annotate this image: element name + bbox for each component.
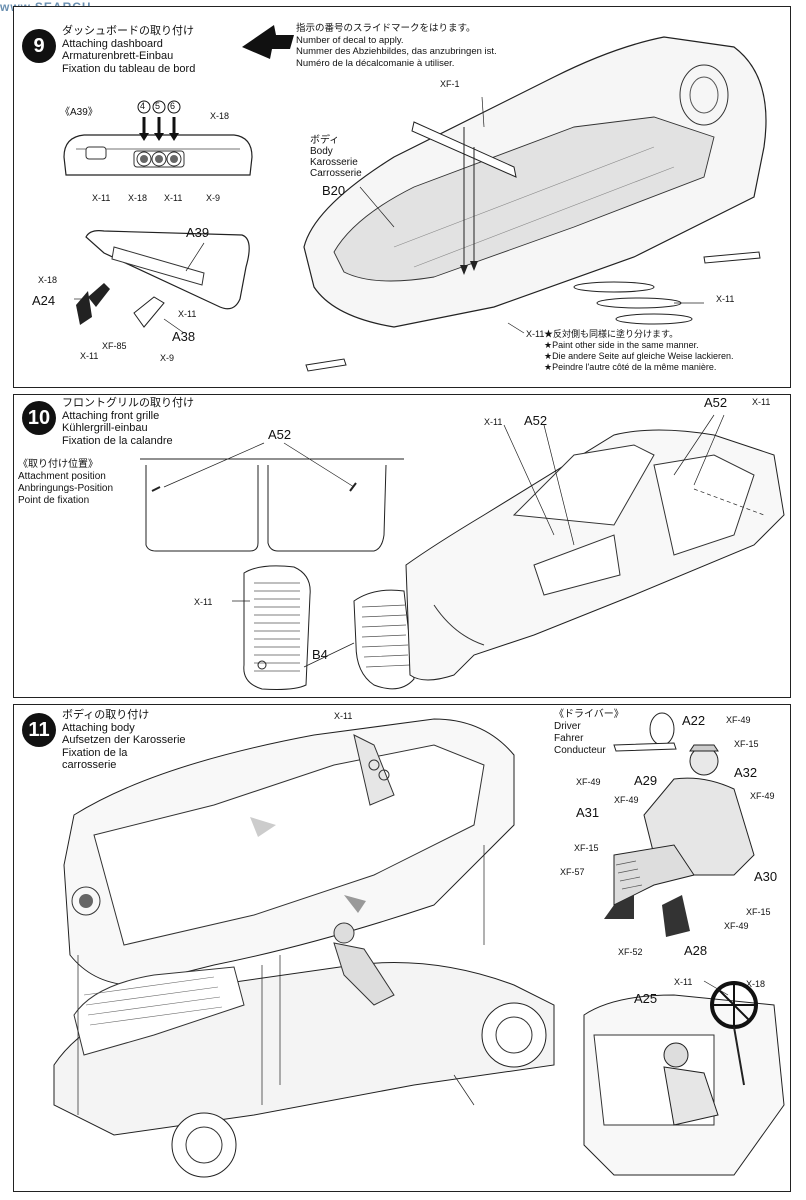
label-x18: X-18 [746,979,766,989]
step-title: ボディの取り付け Attaching body Aufsetzen der Ka… [62,709,186,772]
title-fr: Fixation de la calandre [62,434,173,447]
note-en: ★Paint other side in the same manner. [544,340,699,350]
decal-de: Nummer des Abziehbildes, das anzubringen… [296,46,497,57]
step-11-panel: 11 ボディの取り付け Attaching body Aufsetzen der… [13,704,791,1192]
label-x11: X-11 [80,351,99,361]
note-fr: ★Peindre l'autre côté de la même manière… [544,362,717,372]
label-a29: A29 [634,773,658,788]
label-a38: A38 [172,329,196,344]
body-caption: ボディ Body Karosserie Carrosserie [310,135,362,179]
label-x11: X-11 [526,329,545,339]
label-x11: X-11 [164,193,183,203]
step-number: 11 [22,713,56,747]
body-en: Body [310,146,333,157]
driver-de: Fahrer [554,733,584,744]
driver-caption: 《ドライバー》 Driver Fahrer Conducteur [554,709,624,757]
label-a30: A30 [754,869,778,884]
step-10-drawing [140,414,785,690]
body-de: Karosserie [310,157,358,168]
title-ja: フロントグリルの取り付け [62,397,194,409]
label-a22: A22 [682,713,706,728]
note-de: ★Die andere Seite auf gleiche Weise lack… [544,351,734,361]
pos-ja: 《取り付け位置》 [18,459,98,470]
title-fr: Fixation du tableau de bord [62,62,196,75]
label-x18: X-18 [128,193,148,203]
paint-note: ★反対側も同様に塗り分けます。 ★Paint other side in the… [544,329,734,373]
label-xf57: XF-57 [560,867,585,877]
label-xf52: XF-52 [618,947,643,957]
title-de: Armaturenbrett-Einbau [62,50,174,62]
label-a52: A52 [524,413,548,428]
step-number: 9 [22,29,56,63]
step-number: 10 [22,401,56,435]
label-a39: A39 [186,225,210,240]
driver-ja: 《ドライバー》 [554,709,624,720]
label-xf85: XF-85 [102,341,127,351]
note-ja: ★反対側も同様に塗り分けます。 [544,329,679,339]
label-x9: X-9 [160,353,175,363]
a39-caption: 《A39》 [60,107,98,118]
label-xf1: XF-1 [440,79,460,89]
decal-fr: Numéro de la décalcomanie à utiliser. [296,57,455,69]
step-11-drawing [53,712,785,1178]
label-x11: X-11 [194,597,213,607]
title-ja: ダッシュボードの取り付け [62,25,194,37]
label-a24: A24 [32,293,56,308]
body-ja: ボディ [310,135,340,146]
pos-de: Anbringungs-Position [18,483,114,494]
title-de: Aufsetzen der Karosserie [62,734,186,746]
driver-fr: Conducteur [554,745,606,756]
label-x11: X-11 [716,294,735,304]
title-en: Attaching dashboard [62,37,163,50]
label-x18: X-18 [38,275,58,285]
decal-5: 5 [155,101,161,111]
title-ja: ボディの取り付け [62,709,150,721]
step-9-panel: 9 ダッシュボードの取り付け Attaching dashboard Armat… [13,6,791,388]
label-a52: A52 [268,427,292,442]
title-fr-2: carrosserie [62,759,117,771]
label-a28: A28 [684,943,708,958]
label-x11: X-11 [674,977,693,987]
step-title: フロントグリルの取り付け Attaching front grille Kühl… [62,397,194,447]
decal-instruction: 指示の番号のスライドマークをはります。 Number of decal to a… [296,23,497,69]
label-xf15: XF-15 [746,907,771,917]
decal-en: Number of decal to apply. [296,34,404,46]
label-x11: X-11 [752,397,771,407]
label-a32: A32 [734,765,758,780]
title-en: Attaching front grille [62,409,160,422]
attachment-position: 《取り付け位置》 Attachment position Anbringungs… [18,459,113,507]
label-a25: A25 [634,991,658,1006]
decal-6: 6 [170,101,176,111]
label-x9: X-9 [206,193,221,203]
decal-ja: 指示の番号のスライドマークをはります。 [296,23,476,34]
step-10-panel: 10 フロントグリルの取り付け Attaching front grille K… [13,394,791,698]
title-fr: Fixation de la [62,746,128,759]
label-xf49: XF-49 [576,777,601,787]
label-xf15: XF-15 [734,739,759,749]
label-xf49: XF-49 [726,715,751,725]
body-fr: Carrosserie [310,168,362,179]
label-a52: A52 [704,395,728,410]
label-b4: B4 [312,647,328,662]
title-en: Attaching body [62,721,135,734]
title-de: Kühlergrill-einbau [62,422,148,434]
label-x11: X-11 [484,417,503,427]
decal-4: 4 [140,101,146,111]
label-x11: X-11 [334,711,353,721]
pos-fr: Point de fixation [18,495,90,506]
label-x11: X-11 [178,309,197,319]
step-title: ダッシュボードの取り付け Attaching dashboard Armatur… [62,25,195,75]
label-x18: X-18 [210,111,230,121]
label-b20: B20 [322,183,346,198]
driver-en: Driver [554,721,581,732]
label-xf15: XF-15 [574,843,599,853]
step-9-drawing [63,25,767,372]
label-x11: X-11 [92,193,111,203]
label-a31: A31 [576,805,600,820]
label-xf49: XF-49 [750,791,775,801]
label-xf49: XF-49 [614,795,639,805]
label-xf49: XF-49 [724,921,749,931]
pos-en: Attachment position [18,471,106,482]
